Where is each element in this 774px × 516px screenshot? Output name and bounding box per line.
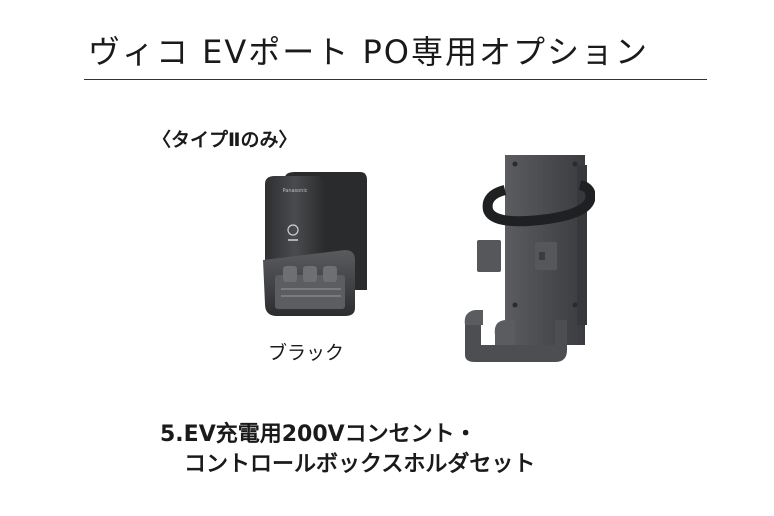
- control-box-image: Panasonic: [263, 172, 367, 316]
- product-name: 5.EV充電用200Vコンセント・ コントロールボックスホルダセット: [160, 420, 535, 480]
- title-divider: [84, 79, 707, 80]
- color-label-black: ブラック: [268, 342, 345, 364]
- brand-logo: Panasonic: [282, 188, 307, 194]
- holder-image: [464, 155, 595, 362]
- type-label: 〈タイプⅡのみ〉: [152, 129, 298, 151]
- product-name-line2: コントロールボックスホルダセット: [184, 452, 536, 477]
- product-name-line1: 5.EV充電用200Vコンセント・: [160, 422, 477, 447]
- page-title: ヴィコ EVポート PO専用オプション: [88, 33, 649, 71]
